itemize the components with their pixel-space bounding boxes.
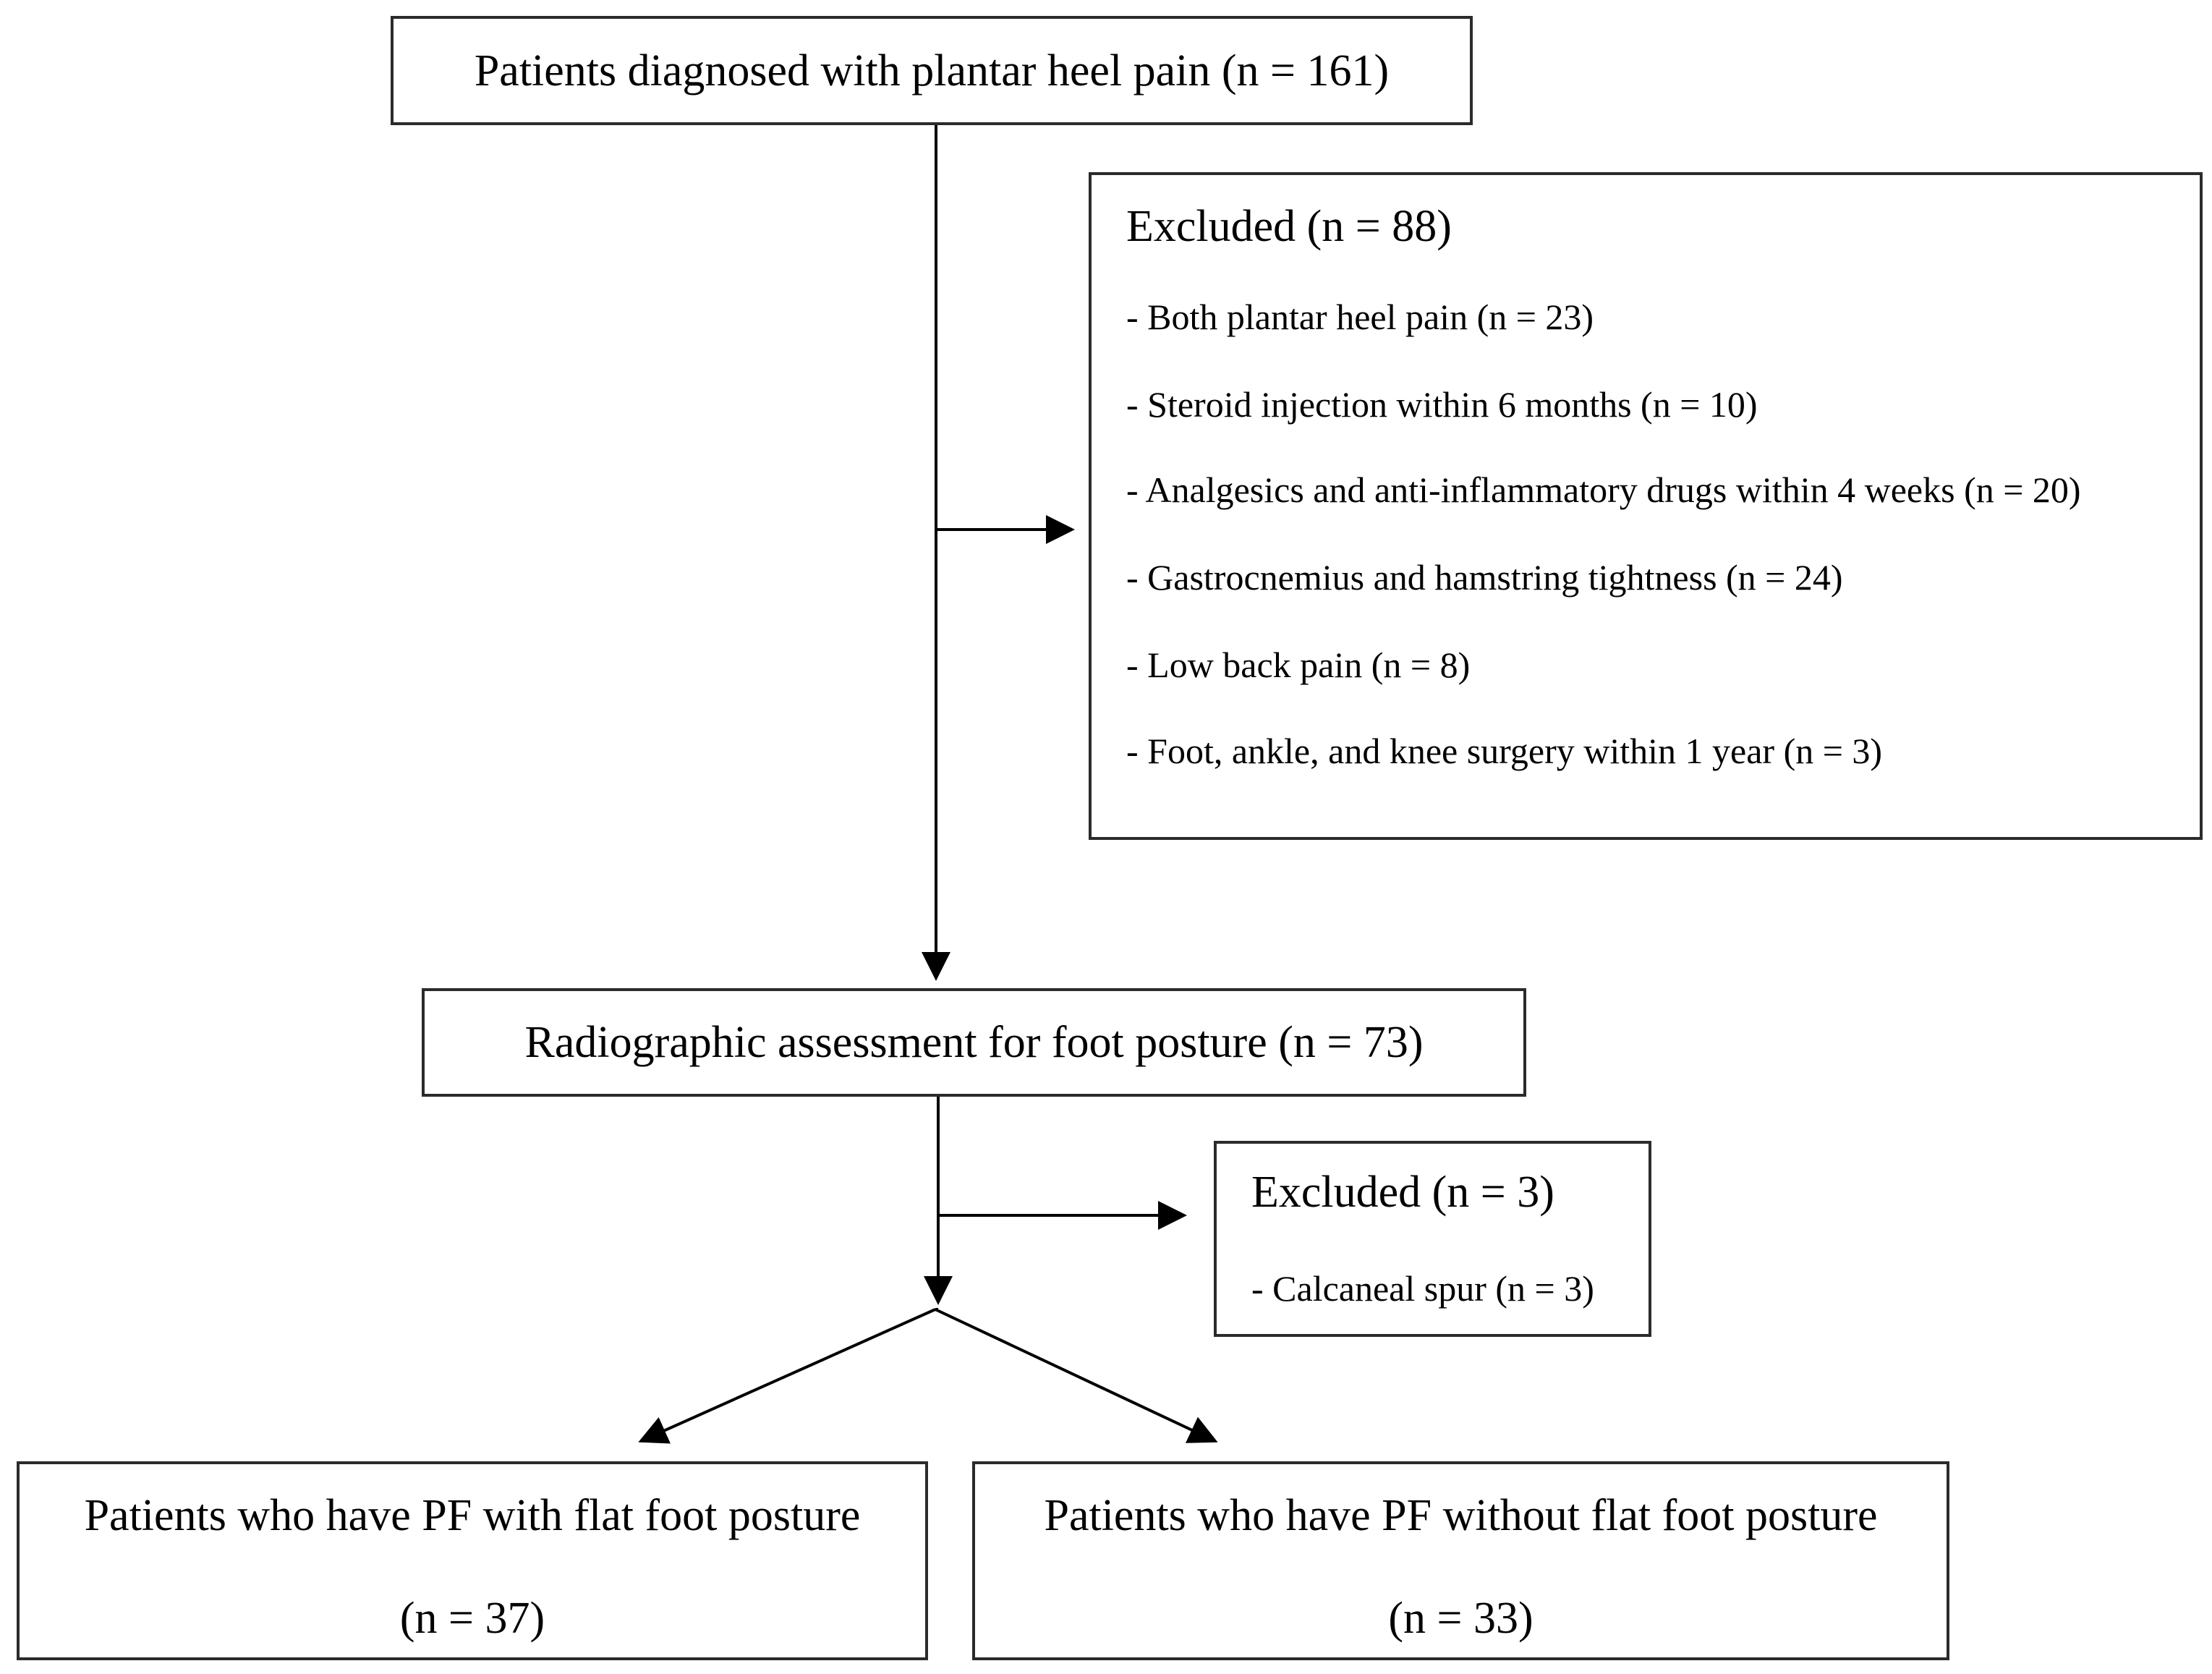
flat-foot-label: Patients who have PF with flat foot post…	[84, 1491, 861, 1540]
exclusion-reason: - Analgesics and anti-inflammatory drugs…	[1126, 470, 2081, 510]
radiographic-box-label: Radiographic assessment for foot posture…	[524, 1018, 1424, 1067]
exclusion-reason: - Low back pain (n = 8)	[1126, 645, 1471, 685]
exclusion-reason: - Foot, ankle, and knee surgery within 1…	[1126, 731, 1883, 771]
flat-foot-count: (n = 37)	[399, 1594, 545, 1643]
non-flat-foot-label: Patients who have PF without flat foot p…	[1044, 1491, 1878, 1540]
excluded-box-1-title: Excluded (n = 88)	[1126, 202, 1452, 251]
start-box: Patients diagnosed with plantar heel pai…	[391, 16, 1473, 125]
start-box-label: Patients diagnosed with plantar heel pai…	[474, 46, 1390, 95]
excluded-box-2: Excluded (n = 3) - Calcaneal spur (n = 3…	[1214, 1141, 1651, 1337]
flat-foot-box: Patients who have PF with flat foot post…	[17, 1461, 928, 1660]
arrow-to-non-flat-foot	[935, 1308, 1218, 1443]
arrow-to-flat-foot	[638, 1308, 936, 1444]
radiographic-box: Radiographic assessment for foot posture…	[422, 988, 1526, 1097]
exclusion-reason: - Both plantar heel pain (n = 23)	[1126, 297, 1594, 337]
excluded-box-2-title: Excluded (n = 3)	[1251, 1168, 1554, 1217]
non-flat-foot-box: Patients who have PF without flat foot p…	[972, 1461, 1949, 1660]
exclusion-reason: - Calcaneal spur (n = 3)	[1251, 1268, 1594, 1309]
non-flat-foot-count: (n = 33)	[1388, 1594, 1533, 1643]
exclusion-reason: - Gastrocnemius and hamstring tightness …	[1126, 557, 1843, 598]
excluded-box-1: Excluded (n = 88) - Both plantar heel pa…	[1089, 172, 2203, 840]
exclusion-reason: - Steroid injection within 6 months (n =…	[1126, 384, 1758, 425]
